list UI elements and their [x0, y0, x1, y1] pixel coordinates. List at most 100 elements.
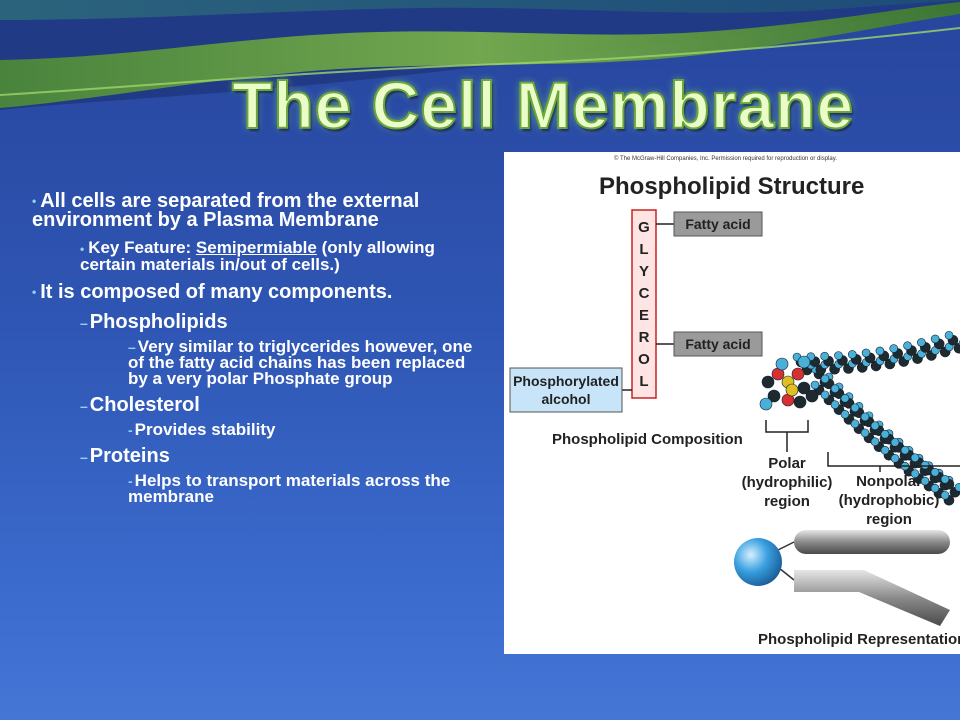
underlined-term: Semipermiable — [195, 238, 317, 258]
glycerol-letter: C — [639, 285, 650, 302]
hydrogen-atom — [880, 445, 890, 455]
bullet-text: (only allowing certain materials in/out … — [80, 238, 435, 274]
fatty-acid-tail-2 — [794, 570, 950, 626]
sub-bullet-item: •Key Feature: Semipermiable (only allowi… — [32, 238, 487, 274]
nonpolar-bracket — [827, 452, 960, 467]
polar-head — [734, 538, 782, 586]
sub-heading-phospholipids: –Phospholipids — [32, 312, 487, 333]
hydrogen-atom — [930, 334, 940, 344]
detail-item: -Helps to transport materials across the… — [32, 470, 487, 506]
head-atom — [797, 381, 811, 395]
head-atom — [785, 383, 799, 397]
hydrogen-atom — [890, 454, 900, 463]
hydrogen-atom — [847, 350, 857, 359]
hydrogen-atom — [890, 438, 900, 447]
hydrogen-atom — [860, 428, 870, 438]
phosphorylated-label-line1: Phosphorylated — [513, 373, 619, 389]
polar-bracket — [765, 420, 809, 433]
detail-text: Provides stability — [134, 419, 276, 439]
hydrogen-atom — [917, 338, 926, 347]
hydrogen-atom — [903, 341, 912, 350]
glycerol-letter: O — [638, 351, 650, 368]
nonpolar-label-line3: region — [866, 511, 912, 528]
dash-icon: – — [128, 338, 136, 355]
phospholipid-diagram: © The McGraw-Hill Companies, Inc. Permis… — [504, 152, 960, 654]
head-atom — [775, 357, 789, 371]
hydrogen-atom — [910, 469, 920, 479]
hydrogen-atom — [920, 460, 930, 470]
polar-label-line3: region — [764, 493, 810, 510]
head-atom — [791, 367, 805, 381]
sub-heading-proteins: –Proteins — [32, 446, 487, 467]
hydrogen-atom — [889, 344, 899, 353]
phosphorylated-alcohol-box — [509, 367, 623, 413]
composition-caption: Phospholipid Composition — [552, 431, 743, 448]
bullet-text: It is composed of many components. — [40, 280, 393, 303]
hydrogen-atom — [900, 445, 910, 455]
hydrogen-atom — [944, 330, 954, 340]
head-atom — [759, 397, 773, 411]
hydrogen-atom — [850, 403, 860, 413]
hydrogen-atom — [840, 410, 850, 419]
bullet-text: Key Feature: — [88, 238, 196, 258]
dash-icon: - — [128, 421, 133, 438]
phosphorylated-label-line2: alcohol — [541, 391, 590, 407]
hydrogen-atom — [834, 351, 843, 360]
sub-heading-cholesterol: –Cholesterol — [32, 395, 487, 416]
bullet-dot-icon: • — [80, 241, 85, 256]
fatty-acid-label-1: Fatty acid — [685, 216, 750, 232]
polar-label-line1: Polar — [768, 455, 806, 472]
dash-icon: – — [80, 448, 88, 465]
glycerol-letter: L — [639, 241, 648, 258]
sub-heading-text: Phospholipids — [89, 310, 228, 333]
detail-item: –Very similar to triglycerides however, … — [32, 336, 487, 388]
head-atom — [797, 355, 811, 369]
hydrogen-atom — [954, 482, 960, 492]
hydrogen-atom — [940, 474, 950, 484]
hydrogen-atom — [910, 453, 920, 463]
sub-heading-text: Proteins — [89, 444, 170, 467]
nonpolar-label-line1: Nonpolar — [856, 473, 922, 490]
glycerol-letter: Y — [639, 263, 649, 280]
detail-item: -Provides stability — [32, 419, 487, 439]
glycerol-letter: E — [639, 307, 649, 324]
diagram-heading: Phospholipid Structure — [599, 173, 864, 200]
hydrogen-atom — [880, 429, 890, 439]
head-atom — [767, 389, 781, 403]
glycerol-letter: L — [639, 373, 648, 390]
dash-icon: - — [128, 472, 133, 489]
hydrogen-atom — [830, 384, 840, 393]
glycerol-letter: R — [639, 329, 650, 346]
detail-text: Very similar to triglycerides however, o… — [128, 336, 473, 388]
hydrogen-atom — [820, 351, 829, 361]
glycerol-letter: G — [638, 219, 650, 236]
polar-label-line2: (hydrophilic) — [742, 474, 833, 491]
bullet-text: All cells are separated from the externa… — [32, 190, 420, 232]
dash-icon: – — [80, 397, 88, 414]
hydrogen-atom — [920, 476, 930, 486]
bullet-item: •It is composed of many components. — [32, 280, 487, 303]
hydrogen-atom — [861, 348, 871, 358]
fatty-acid-box-1 — [673, 211, 763, 237]
sub-heading-text: Cholesterol — [89, 393, 200, 416]
hydrogen-atom — [850, 419, 860, 429]
nonpolar-label-line2: (hydrophobic) — [839, 492, 940, 509]
hydrogen-atom — [875, 346, 885, 356]
bullet-dot-icon: • — [32, 194, 37, 209]
representation-caption: Phospholipid Representation — [758, 631, 960, 648]
hydrogen-atom — [820, 390, 830, 400]
hydrogen-atom — [860, 412, 870, 422]
bullet-item: •All cells are separated from the extern… — [32, 190, 487, 232]
hydrogen-atom — [870, 421, 880, 431]
hydrogen-atom — [810, 380, 820, 390]
slide-title: The Cell Membrane — [231, 68, 855, 142]
hydrogen-atom — [870, 437, 880, 447]
fatty-acid-box-2 — [673, 331, 763, 357]
hydrogen-atom — [830, 400, 840, 409]
head-atom — [793, 395, 807, 409]
detail-text: Helps to transport materials across the … — [128, 470, 451, 506]
hydrogen-atom — [930, 483, 940, 493]
head-atom — [805, 389, 819, 403]
